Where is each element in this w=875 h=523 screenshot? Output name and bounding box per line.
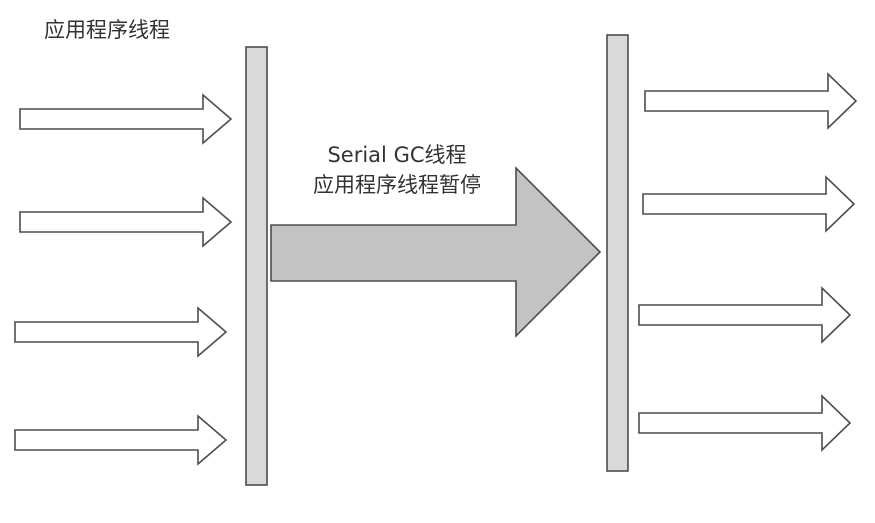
pause-end-bar (606, 34, 629, 472)
gc-label-block: Serial GC线程 应用程序线程暂停 (272, 140, 522, 200)
pause-label: 应用程序线程暂停 (313, 173, 481, 197)
right-thread-arrows (638, 72, 858, 452)
left-thread-arrows (14, 93, 233, 466)
right-thread-arrow-1 (644, 72, 858, 130)
left-thread-arrow-1 (19, 93, 233, 145)
right-thread-arrow-2 (642, 175, 856, 233)
gc-thread-label: Serial GC线程 (327, 143, 467, 167)
gc-thread-arrow (270, 166, 602, 338)
app-thread-label: 应用程序线程 (44, 18, 170, 42)
left-thread-arrow-2 (19, 196, 233, 248)
left-thread-arrow-4 (14, 414, 228, 466)
right-thread-arrow-4 (638, 394, 852, 452)
right-thread-arrow-3 (638, 286, 852, 344)
pause-start-bar (245, 46, 268, 486)
left-thread-arrow-3 (14, 306, 228, 358)
